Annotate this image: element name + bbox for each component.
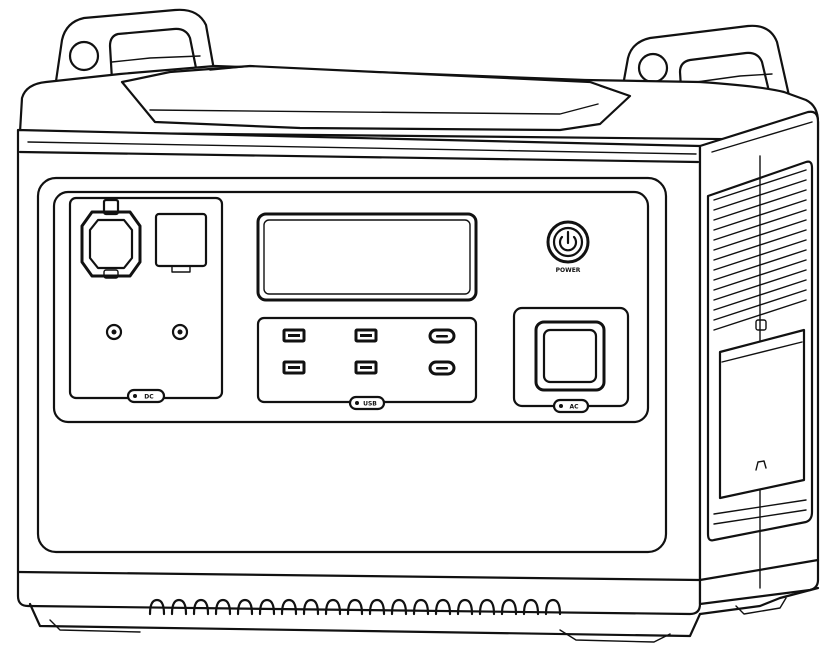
top-lid — [18, 64, 820, 142]
usb-a-port-1 — [282, 328, 306, 343]
dc-section: DC — [68, 196, 224, 404]
dc-label-badge: DC — [126, 388, 166, 404]
ac-section: AC — [512, 306, 630, 414]
usb-label: USB — [363, 401, 377, 408]
power-caption: POWER — [556, 267, 581, 274]
ac-label-badge: AC — [552, 398, 590, 414]
lcd-display — [256, 212, 478, 302]
side-input-panel — [718, 319, 806, 500]
bottom-ribs — [148, 598, 562, 616]
ac-outlet-icon — [534, 320, 606, 392]
usb-a-port-2 — [354, 328, 378, 343]
dc-label: DC — [144, 394, 154, 401]
dc-port-cover-icon — [154, 212, 208, 273]
side-vent-grille — [706, 160, 814, 542]
usb-label-badge: USB — [348, 395, 386, 411]
front-bezel — [36, 176, 668, 554]
power-button[interactable]: POWER — [546, 220, 590, 274]
power-icon — [558, 230, 578, 252]
usb-a-port-3 — [282, 360, 306, 375]
dc-barrel-jack-right-icon — [171, 323, 189, 341]
dc-barrel-jack-left-icon — [105, 323, 123, 341]
usb-c-port-2 — [428, 360, 456, 376]
ac-label: AC — [569, 404, 579, 411]
usb-c-port-1 — [428, 328, 456, 344]
usb-section: USB — [256, 316, 478, 411]
car-socket-icon — [80, 198, 142, 279]
usb-a-port-4 — [354, 360, 378, 375]
